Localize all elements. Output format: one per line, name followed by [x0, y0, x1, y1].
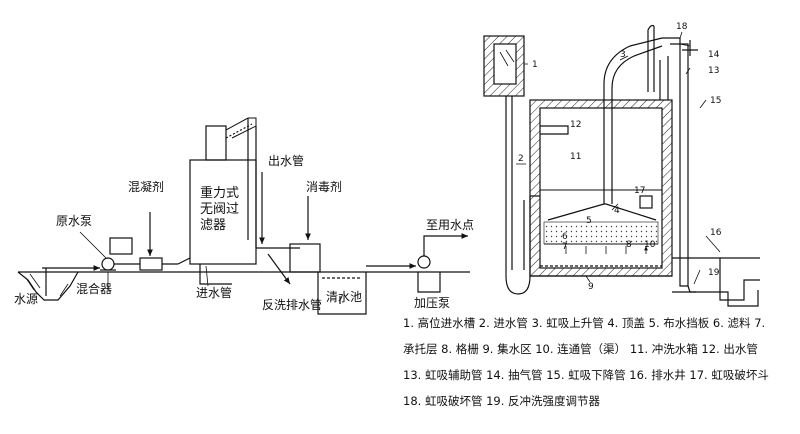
- callout-1-top: 1: [532, 60, 538, 70]
- callout-16: 16: [710, 228, 722, 238]
- booster-pump-shape: [417, 255, 431, 269]
- callout-12: 12: [570, 120, 582, 130]
- right-siphon-filter-diagram: [483, 24, 760, 307]
- legend-row-4: 18. 虹吸破坏管 19. 反冲洗强度调节器: [403, 394, 601, 408]
- booster-pump-label: 加压泵: [414, 296, 451, 310]
- mixer-label: 混合器: [76, 282, 113, 296]
- left-process-diagram: [17, 117, 470, 315]
- callout-18: 18: [676, 22, 688, 32]
- callout-6: 6: [562, 232, 568, 242]
- callout-5: 5: [586, 216, 592, 226]
- filter-name-label: 重力式无阀过滤器: [200, 186, 240, 233]
- raw-pump-shape: [101, 257, 115, 271]
- callout-15: 15: [710, 96, 722, 106]
- callout-7: 7: [562, 242, 568, 252]
- callout-14: 14: [708, 50, 720, 60]
- to-user-label: 至用水点: [426, 218, 475, 232]
- callout-3: 3: [620, 50, 626, 60]
- callout-17: 17: [634, 186, 646, 196]
- outlet-pipe-label: 出水管: [268, 154, 305, 168]
- source-pit: [17, 271, 79, 301]
- water-source-label: 水源: [14, 292, 39, 306]
- raw-pump-label: 原水泵: [56, 214, 93, 228]
- disinfectant-label: 消毒剂: [306, 180, 343, 194]
- backwash-drain: [199, 264, 232, 285]
- callout-19: 19: [708, 268, 720, 278]
- callout-10: 10: [644, 240, 656, 250]
- callout-9: 9: [588, 282, 594, 292]
- legend-row-1: 1. 高位进水槽 2. 进水管 3. 虹吸上升管 4. 顶盖 5. 布水挡板 6…: [403, 316, 766, 330]
- coagulant-label: 混凝剂: [128, 180, 165, 194]
- callout-8: 8: [626, 240, 632, 250]
- callout-13: 13: [708, 66, 720, 76]
- backwash-pipe-label: 反洗排水管: [262, 298, 323, 312]
- callout-11: 11: [570, 152, 582, 162]
- clear-pool-shape: [317, 272, 367, 315]
- inlet-pipe-label: 进水管: [196, 286, 233, 300]
- callout-4: 4: [614, 206, 620, 216]
- legend: 1. 高位进水槽 2. 进水管 3. 虹吸上升管 4. 顶盖 5. 布水挡板 6…: [403, 316, 797, 428]
- callout-2: 2: [518, 154, 524, 164]
- mixer-shape: [139, 257, 163, 271]
- clear-pool-label: 清水池: [326, 290, 363, 304]
- legend-row-3: 13. 虹吸辅助管 14. 抽气管 15. 虹吸下降管 16. 排水井 17. …: [403, 368, 769, 382]
- legend-row-2: 承托层 8. 格栅 9. 集水区 10. 连通管（渠） 11. 冲洗水箱 12.…: [403, 342, 758, 356]
